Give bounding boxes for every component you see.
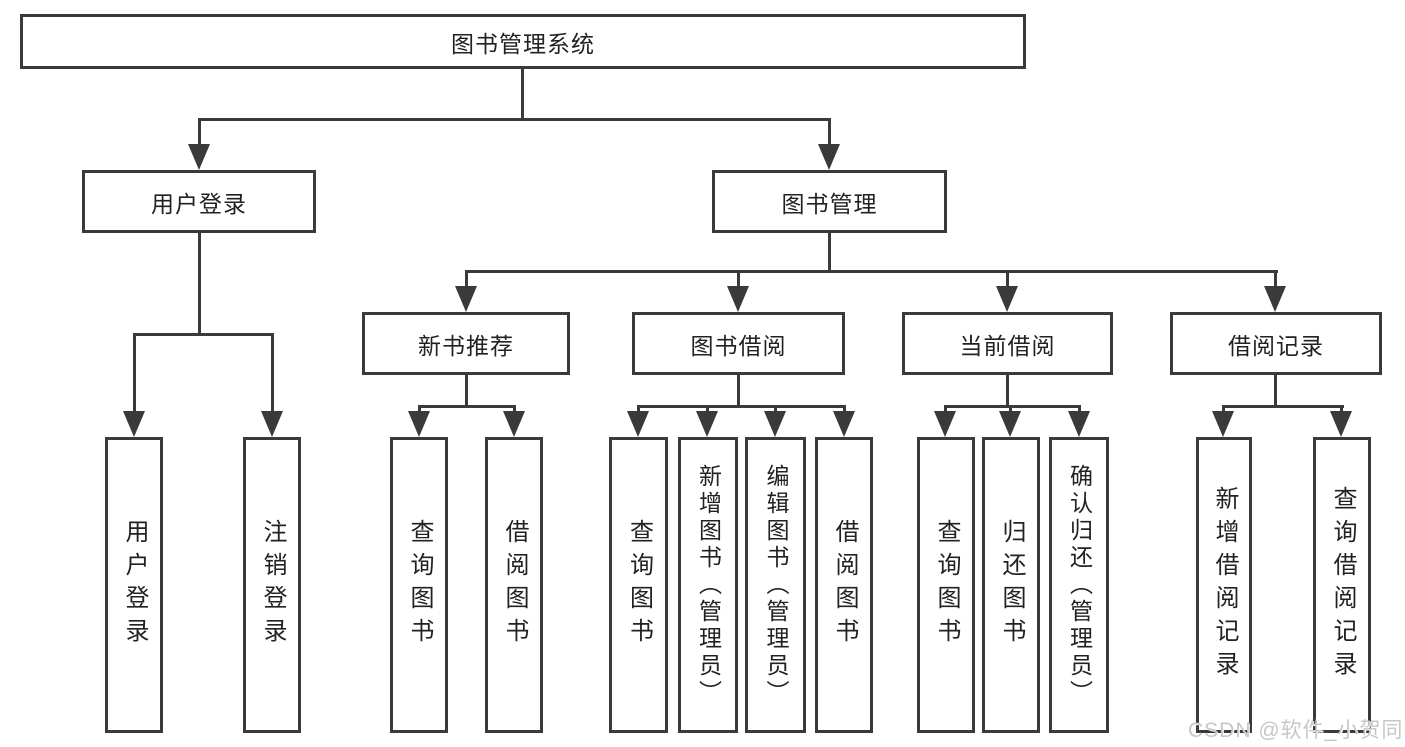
- node-current-borrow: 当前借阅: [902, 312, 1113, 375]
- leaf-confirm-return-admin: 确认归还（管理员）: [1049, 437, 1109, 733]
- leaf-label: 查询图书: [406, 519, 433, 651]
- connector-line: [737, 375, 740, 407]
- connector-line: [465, 272, 468, 288]
- connector-line: [271, 335, 274, 415]
- node-label: 用户登录: [151, 190, 247, 217]
- leaf-query-borrow-record: 查询借阅记录: [1313, 437, 1371, 733]
- arrow-down-icon: [408, 411, 430, 437]
- arrow-down-icon: [1264, 286, 1286, 312]
- node-label: 借阅记录: [1228, 332, 1324, 359]
- leaf-add-borrow-record: 新增借阅记录: [1196, 437, 1252, 733]
- leaf-borrow-books: 借阅图书: [815, 437, 873, 733]
- connector-line: [465, 375, 468, 407]
- connector-line: [198, 233, 201, 335]
- csdn-watermark: CSDN @软件_小贺同学: [1188, 719, 1405, 742]
- node-label: 图书管理系统: [451, 30, 595, 57]
- arrow-down-icon: [455, 286, 477, 312]
- arrow-down-icon: [1068, 411, 1090, 437]
- leaf-label: 注销登录: [259, 519, 286, 651]
- arrow-down-icon: [833, 411, 855, 437]
- connector-line: [198, 118, 831, 121]
- connector-line: [828, 233, 831, 273]
- arrow-down-icon: [1212, 411, 1234, 437]
- leaf-label: 借阅图书: [831, 519, 858, 651]
- connector-line: [1222, 405, 1344, 408]
- connector-line: [198, 120, 201, 148]
- connector-line: [1006, 375, 1009, 407]
- leaf-label: 归还图书: [998, 519, 1025, 651]
- arrow-down-icon: [1330, 411, 1352, 437]
- leaf-borrow-books: 借阅图书: [485, 437, 543, 733]
- leaf-label: 查询图书: [933, 519, 960, 651]
- node-label: 当前借阅: [959, 332, 1056, 359]
- arrow-down-icon: [123, 411, 145, 437]
- node-label: 新书推荐: [418, 332, 514, 359]
- node-book-management: 图书管理: [712, 170, 947, 233]
- connector-line: [737, 272, 740, 288]
- leaf-label: 编辑图书（管理员）: [763, 463, 789, 707]
- leaf-label: 查询借阅记录: [1329, 486, 1356, 684]
- arrow-down-icon: [764, 411, 786, 437]
- connector-line: [521, 69, 524, 120]
- arrow-down-icon: [934, 411, 956, 437]
- connector-line: [1274, 375, 1277, 407]
- leaf-label: 查询图书: [625, 519, 653, 651]
- connector-line: [1274, 272, 1277, 288]
- connector-line: [133, 335, 136, 415]
- connector-line: [133, 333, 274, 336]
- leaf-label: 借阅图书: [501, 519, 528, 651]
- arrow-down-icon: [503, 411, 525, 437]
- leaf-add-books-admin: 新增图书（管理员）: [678, 437, 738, 733]
- connector-line: [418, 405, 516, 408]
- leaf-query-books: 查询图书: [917, 437, 975, 733]
- arrow-down-icon: [996, 286, 1018, 312]
- node-label: 图书管理: [781, 190, 878, 217]
- leaf-query-books: 查询图书: [390, 437, 448, 733]
- arrow-down-icon: [188, 144, 210, 170]
- arrow-down-icon: [696, 411, 718, 437]
- leaf-label: 确认归还（管理员）: [1066, 463, 1093, 707]
- node-new-book-recommend: 新书推荐: [362, 312, 570, 375]
- arrow-down-icon: [627, 411, 649, 437]
- connector-line: [1006, 272, 1009, 288]
- leaf-query-books: 查询图书: [609, 437, 668, 733]
- connector-line: [944, 405, 1081, 408]
- node-label: 图书借阅: [690, 332, 787, 359]
- connector-line: [828, 120, 831, 148]
- leaf-return-books: 归还图书: [982, 437, 1040, 733]
- leaf-edit-books-admin: 编辑图书（管理员）: [745, 437, 806, 733]
- leaf-label: 新增借阅记录: [1211, 486, 1238, 684]
- leaf-label: 用户登录: [121, 519, 148, 651]
- node-borrow-records: 借阅记录: [1170, 312, 1382, 375]
- arrow-down-icon: [999, 411, 1021, 437]
- connector-line: [465, 270, 1278, 273]
- leaf-logout: 注销登录: [243, 437, 301, 733]
- leaf-label: 新增图书（管理员）: [695, 463, 722, 707]
- node-library-management-system: 图书管理系统: [20, 14, 1026, 69]
- arrow-down-icon: [818, 144, 840, 170]
- connector-line: [637, 405, 846, 408]
- arrow-down-icon: [261, 411, 283, 437]
- node-user-login: 用户登录: [82, 170, 316, 233]
- leaf-user-login: 用户登录: [105, 437, 163, 733]
- node-book-borrow: 图书借阅: [632, 312, 845, 375]
- arrow-down-icon: [727, 286, 749, 312]
